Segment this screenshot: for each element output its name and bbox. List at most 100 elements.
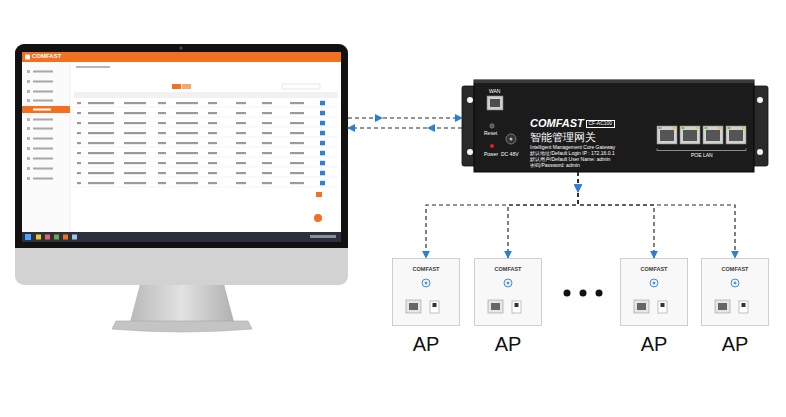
gateway-illustration	[657, 126, 677, 144]
gateway-illustration	[474, 80, 754, 172]
monitor-illustration	[15, 44, 348, 248]
monitor-illustration	[74, 151, 338, 157]
gateway-illustration	[726, 126, 746, 144]
monitor-illustration	[22, 106, 70, 113]
ap-illustration	[512, 301, 521, 313]
dashed-connector	[348, 117, 462, 118]
monitor-illustration	[27, 70, 53, 73]
monitor-illustration	[15, 44, 348, 285]
model-label: CF-AC100	[586, 120, 615, 128]
ap-illustration	[734, 282, 737, 285]
ap-illustration	[504, 279, 512, 287]
monitor-illustration	[74, 161, 338, 167]
monitor-illustration	[22, 52, 341, 242]
monitor-illustration	[74, 92, 338, 98]
gateway-device: COMFASTCF-AC100智能管理网关Intelligent Managem…	[462, 80, 768, 172]
ap-illustration	[620, 258, 688, 326]
gateway-illustration	[757, 149, 763, 155]
gateway-illustration	[706, 130, 720, 141]
monitor-illustration	[25, 55, 30, 60]
monitor-illustration	[74, 111, 338, 117]
monitor-illustration	[63, 235, 68, 240]
monitor-illustration	[25, 234, 31, 240]
monitor-illustration	[70, 62, 71, 232]
monitor-illustration	[74, 141, 338, 147]
monitor-illustration	[33, 109, 51, 111]
gateway-illustration	[757, 97, 763, 103]
gateway-illustration	[682, 127, 685, 129]
ap-illustration	[634, 300, 649, 313]
gateway-illustration	[703, 126, 723, 144]
arrow-head	[574, 185, 582, 193]
brand-logo: COMFAST	[530, 117, 584, 130]
ap-illustration	[731, 279, 739, 287]
brand-logo: COMFAST	[621, 266, 687, 272]
gateway-illustration	[462, 80, 768, 172]
led-label: Power	[484, 152, 498, 158]
device-label: AP	[641, 333, 668, 356]
monitor-illustration	[27, 127, 53, 130]
ap-illustration	[715, 300, 730, 313]
monitor-illustration	[27, 90, 53, 93]
ap-panel: COMFASTAP	[620, 258, 688, 326]
gateway-illustration	[467, 97, 473, 103]
brand-logo: COMFAST	[475, 266, 541, 272]
brand-logo: COMFAST	[702, 266, 768, 272]
gateway-illustration	[683, 130, 697, 141]
device-label: AP	[495, 333, 522, 356]
ap-illustration	[491, 303, 500, 310]
ap-panel: COMFASTAP	[474, 258, 542, 326]
monitor-illustration	[74, 131, 338, 137]
ap-illustration	[515, 303, 519, 307]
ap-illustration	[507, 282, 510, 285]
monitor-illustration	[45, 235, 50, 240]
monitor-illustration	[22, 62, 70, 232]
monitor-illustration	[112, 321, 252, 332]
ap-illustration	[653, 282, 656, 285]
ap-illustration	[425, 282, 428, 285]
product-name: 智能管理网关	[530, 131, 596, 144]
monitor-illustration	[182, 84, 191, 89]
monitor-illustration	[15, 44, 348, 332]
ap-illustration	[433, 303, 437, 307]
dashed-connector	[508, 172, 578, 258]
ap-illustration	[637, 303, 646, 310]
port-label: WAN	[489, 89, 500, 95]
monitor-illustration	[27, 177, 53, 180]
monitor-illustration	[27, 157, 53, 160]
gateway-illustration	[729, 130, 743, 141]
ap-illustration	[718, 303, 727, 310]
monitor-illustration	[180, 47, 183, 50]
ap-illustration	[650, 279, 658, 287]
ap-illustration	[661, 303, 665, 307]
monitor-illustration	[74, 121, 338, 127]
monitor-illustration	[27, 137, 53, 140]
ellipsis-dots	[564, 290, 571, 297]
gateway-illustration	[696, 127, 699, 129]
power-label: DC 48V	[501, 152, 519, 158]
ellipsis-dots	[564, 290, 603, 297]
monitor-illustration	[22, 52, 341, 62]
monitor-illustration	[130, 284, 234, 322]
monitor-illustration	[310, 235, 336, 238]
login-ip: 默认地址/Default Login IP : 172.16.0.1	[530, 151, 615, 157]
monitor-illustration	[27, 99, 53, 102]
gateway-illustration	[487, 96, 503, 110]
gateway-illustration	[719, 127, 722, 129]
gateway-illustration	[742, 127, 745, 129]
ap-illustration	[409, 303, 418, 310]
monitor-illustration	[172, 84, 181, 89]
login-password: 密码/Password: admin	[530, 163, 580, 169]
dashed-connector	[578, 172, 654, 258]
gateway-illustration	[659, 127, 662, 129]
button-label: Reset	[484, 131, 497, 137]
monitor-illustration	[314, 214, 322, 222]
monitor-illustration	[282, 84, 320, 89]
ap-illustration	[392, 258, 460, 326]
gateway-illustration	[673, 127, 676, 129]
ap-illustration	[430, 301, 439, 313]
brand-logo: COMFAST	[393, 266, 459, 272]
